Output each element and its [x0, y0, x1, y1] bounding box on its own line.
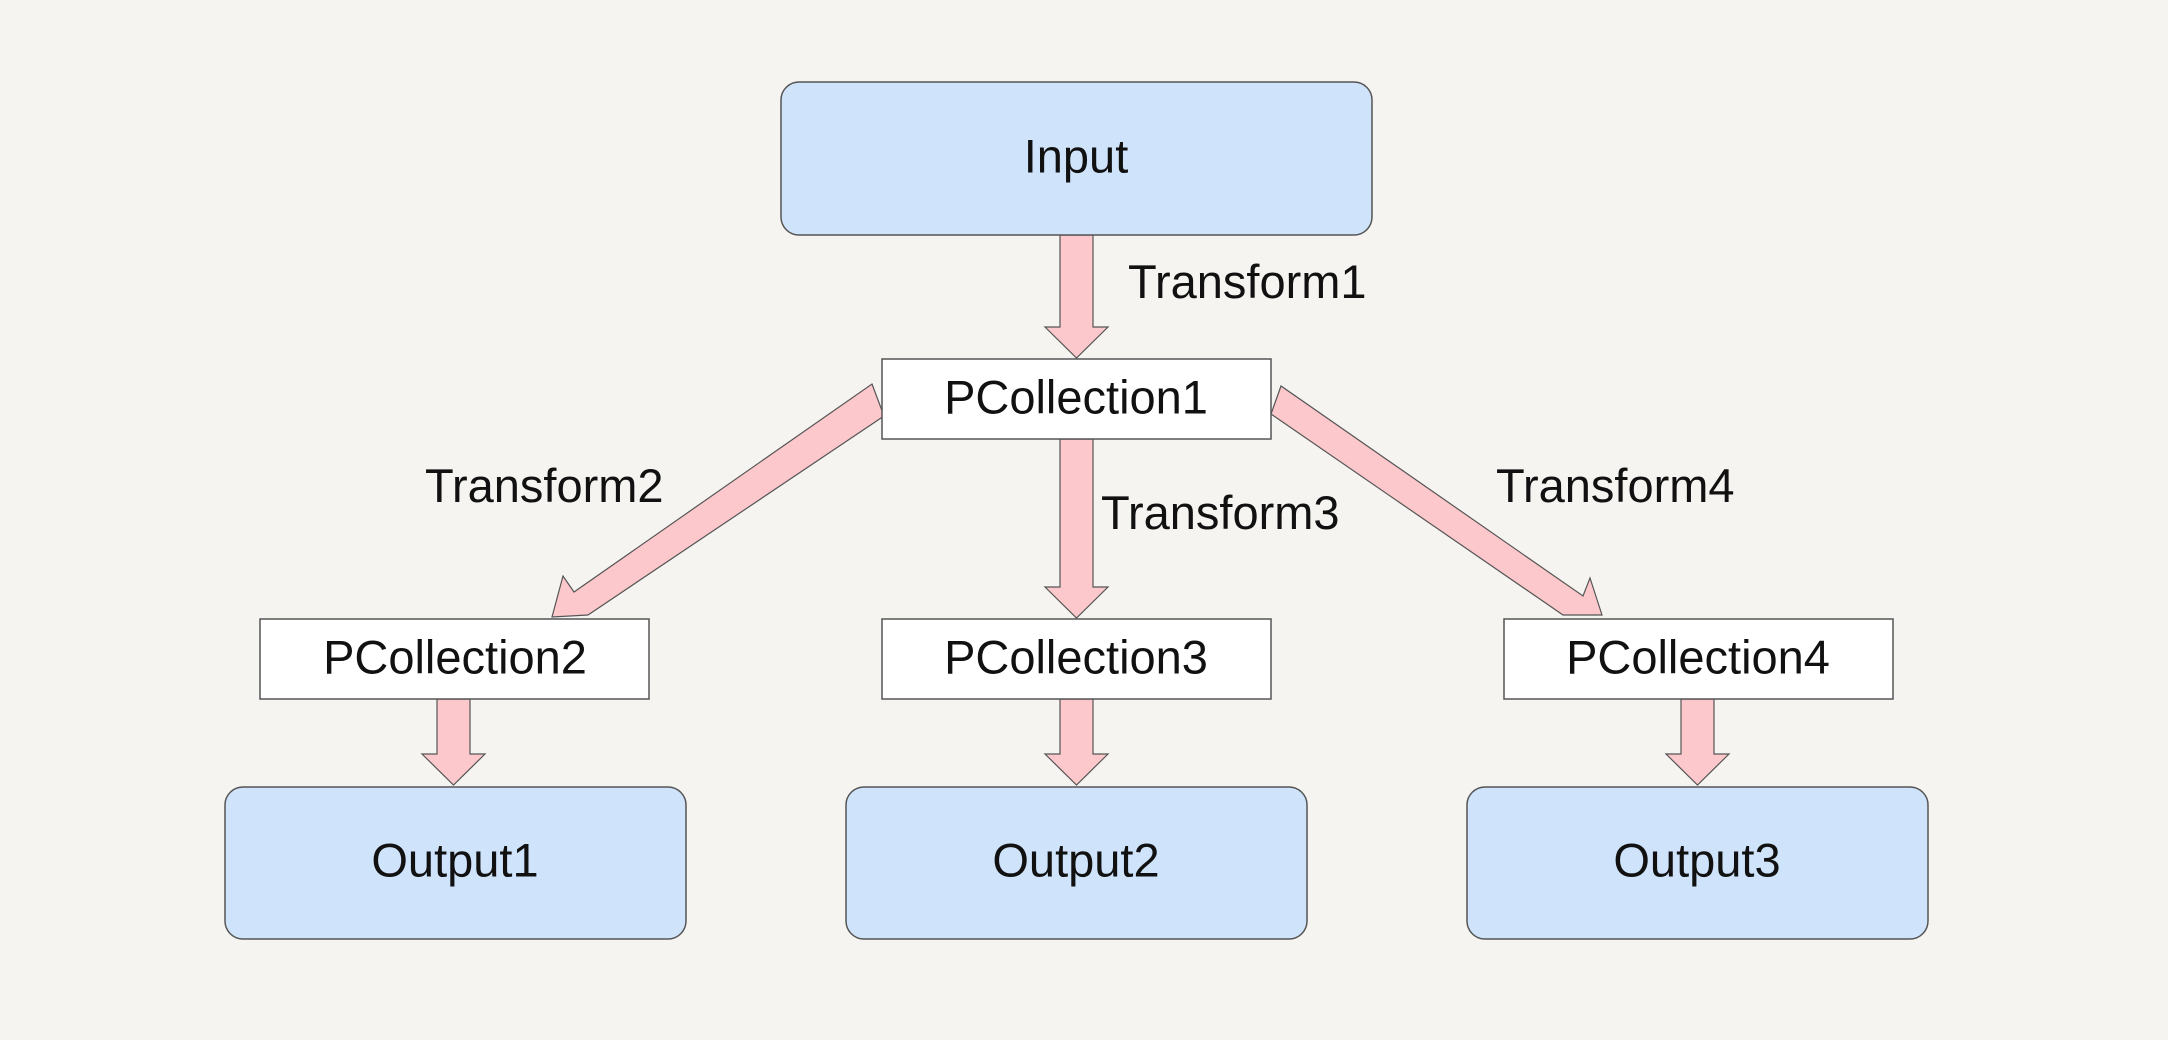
output2-arrow: [1043, 698, 1110, 786]
pcollection2-label: PCollection2: [323, 630, 587, 683]
pcollection3-label: PCollection3: [944, 630, 1208, 683]
transform1-label: Transform1: [1128, 255, 1367, 308]
output2-label: Output2: [992, 833, 1159, 886]
output3-label: Output3: [1613, 833, 1780, 886]
transform3-arrow: [1043, 438, 1110, 619]
transform1-arrow: [1043, 234, 1110, 359]
output3-arrow: [1664, 698, 1731, 786]
output1-node: [224, 786, 687, 940]
output1-arrow: [420, 698, 487, 786]
pcollection1-node: [881, 358, 1272, 440]
pcollection4-node: [1503, 618, 1894, 700]
transform2-label: Transform2: [425, 459, 664, 512]
output3-node: [1466, 786, 1929, 940]
pcollection1-label: PCollection1: [944, 370, 1208, 423]
transform4-label: Transform4: [1496, 459, 1735, 512]
transform3-label: Transform3: [1101, 486, 1340, 539]
output2-node: [845, 786, 1308, 940]
pcollection4-label: PCollection4: [1566, 630, 1830, 683]
output1-label: Output1: [371, 833, 538, 886]
input-node: [780, 81, 1373, 236]
pcollection3-node: [881, 618, 1272, 700]
input-label: Input: [1024, 129, 1129, 182]
pcollection2-node: [259, 618, 650, 700]
